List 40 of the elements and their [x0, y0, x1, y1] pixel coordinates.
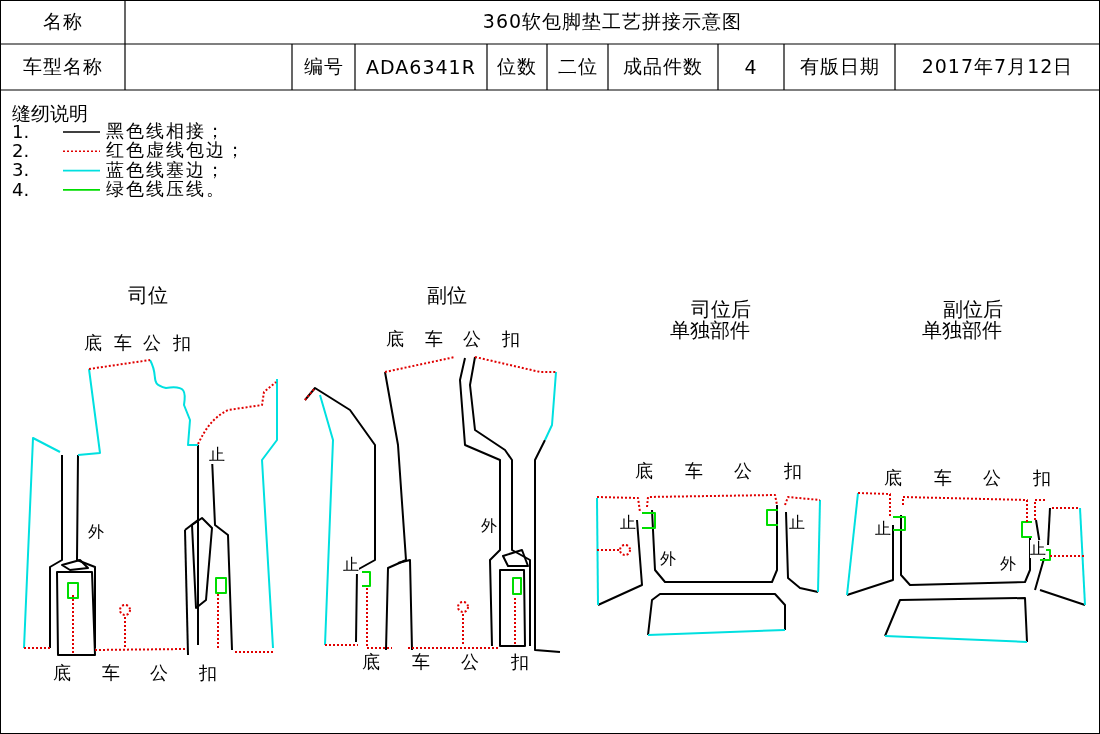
table-text: 成品件数 [623, 54, 703, 79]
table-text: 2017年7月12日 [921, 54, 1074, 79]
table-text: 位数 [497, 54, 537, 79]
part-label: 止 [1030, 540, 1046, 558]
part-label: 底 车 公 扣 [635, 461, 803, 481]
part-label: 外 [1000, 555, 1016, 573]
part-label: 止 [343, 556, 359, 574]
table-text: 二位 [557, 54, 598, 79]
part-label: 底 车 公 扣 [362, 652, 530, 672]
part-label: 外 [660, 550, 676, 568]
list-number: 2. [12, 141, 30, 161]
notes-heading: 缝纫说明 [12, 103, 88, 124]
part-label: 底 车 公 扣 [884, 468, 1052, 488]
list-number: 1. [12, 122, 30, 142]
section-heading: 司位后单独部件 [669, 299, 752, 341]
part-label: 底 车 公 扣 [386, 329, 521, 349]
table-text: 4 [744, 56, 758, 78]
part-label: 止 [875, 520, 891, 538]
section-heading: 司位 [127, 284, 169, 306]
legend-text: 黑色线相接； [106, 121, 226, 141]
part-label: 止 [209, 446, 225, 464]
table-text: 有版日期 [799, 54, 880, 79]
legend-text: 蓝色线塞边； [106, 159, 226, 180]
part-label: 止 [620, 514, 636, 532]
section-heading: 副位后单独部件 [921, 299, 1004, 341]
table-text: 车型名称 [22, 54, 103, 79]
part-label: 底 车 公 扣 [84, 333, 192, 353]
part-label: 底 车 公 扣 [53, 663, 218, 683]
legend-text: 绿色线压线。 [106, 178, 226, 199]
part-label: 外 [481, 517, 497, 535]
table-text: 名称 [42, 9, 83, 34]
diagram-title: 360软包脚垫工艺拼接示意图 [482, 9, 743, 34]
part-label: 外 [88, 523, 104, 541]
table-text: 编号 [303, 54, 344, 79]
list-number: 4. [12, 180, 30, 200]
list-number: 3. [12, 160, 30, 180]
table-text: ADA6341R [366, 56, 476, 78]
section-heading: 副位 [426, 284, 468, 306]
legend-text: 红色虚线包边； [106, 140, 246, 161]
part-label: 止 [789, 514, 805, 532]
